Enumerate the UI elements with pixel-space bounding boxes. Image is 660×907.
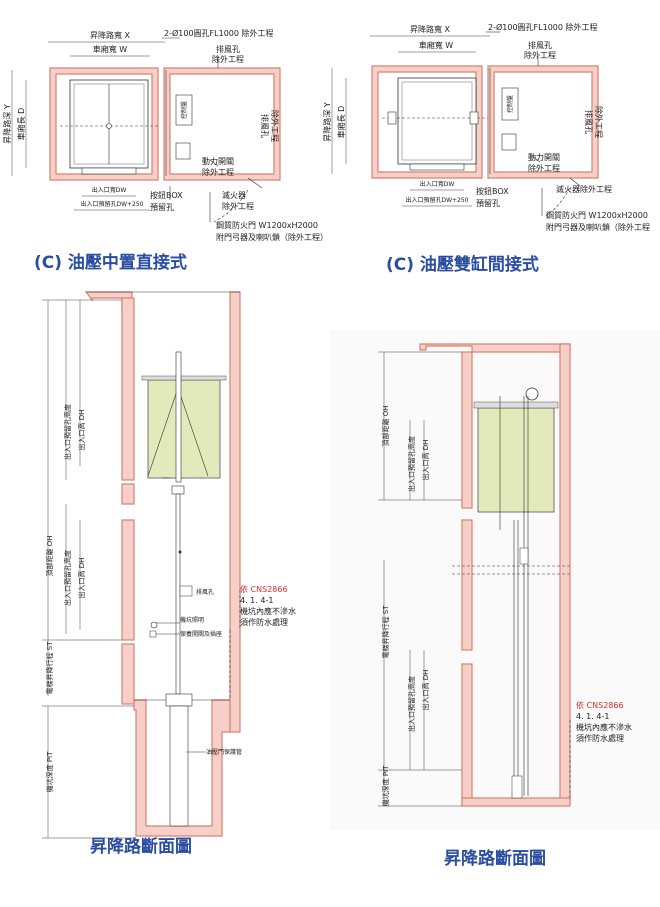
right-plan-side-vent-excluded-label: 除外工程: [594, 106, 604, 138]
left-section-lower-door-hole-height: 出入口預留孔高度: [63, 550, 72, 606]
right-plan-car-width-label: 車廂寬 W: [419, 40, 454, 50]
right-section-upper-door-height: 出入口高 DH: [421, 440, 430, 481]
left-section-cns-clause: 4. 1. 4-1: [240, 596, 273, 605]
left-plan-shaft-width-label: 昇降路寬 X: [90, 30, 131, 40]
right-section-waterproof-2: 須作防水處理: [576, 733, 624, 743]
right-plan-shaft-width-label: 昇降路寬 X: [410, 24, 451, 34]
right-plan-door-width-label: 出入口寬DW: [420, 180, 455, 188]
left-plan-shaft-depth-label: 昇降路深 Y: [2, 104, 12, 144]
left-plan-power-switch-label: 動力開關: [202, 156, 234, 166]
left-plan-car-width-label: 車廂寬 W: [93, 44, 128, 54]
left-plan-extinguisher-excluded-label: 除外工程: [222, 201, 254, 211]
left-section-vent-label: 排風孔: [196, 588, 214, 596]
right-plan-shaft-depth-label: 昇降路深 Y: [322, 102, 332, 142]
left-section-upper-door-height: 出入口高 DH: [77, 410, 86, 451]
left-plan-hole-label: 2-Ø100圓孔FL1000 除外工程: [164, 28, 274, 38]
left-plan-vent-excluded-label: 除外工程: [212, 54, 244, 64]
left-plan-side-vent-excluded-label: 除外工程: [270, 110, 280, 142]
right-plan-door-hole-label: 出入口預留孔DW+250: [405, 196, 468, 204]
right-plan-hole-label: 2-Ø100圓孔FL1000 除外工程: [488, 22, 598, 32]
right-section-diagram: 頂部距離 OH 電梯昇降行程 ST 機坑深度 PIT 出入口預留孔高度 出入口高…: [330, 330, 660, 830]
left-section-travel-label: 電梯昇降行程 ST: [45, 641, 54, 695]
left-section-lower-door-height: 出入口高 DH: [77, 558, 86, 599]
right-section-pit-label: 機坑深度 PIT: [381, 765, 390, 807]
left-section-upper-door-hole-height: 出入口預留孔高度: [63, 404, 72, 460]
right-plan-diagram: 昇降路寬 X 車廂寬 W 2-Ø100圓孔FL1000 除外工程 排風孔 除外工…: [322, 22, 650, 232]
right-plan-side-vent-label: 排風孔: [584, 110, 594, 134]
right-plan-power-switch-label: 動力開關: [528, 152, 560, 162]
right-section-lower-door-height: 出入口高 DH: [421, 670, 430, 711]
left-plan-vent-label: 排風孔: [216, 44, 240, 54]
left-section-title: 昇降路斷面圖: [90, 836, 192, 857]
right-section-title: 昇降路斷面圖: [444, 848, 546, 869]
left-plan-door-width-label: 出入口寬DW: [92, 186, 127, 194]
left-plan-title: (C) 油壓中置直接式: [34, 252, 187, 273]
left-section-pipe-label: 油壓門保護管: [206, 748, 242, 756]
left-plan-car-depth-label: 車廂長 D: [16, 108, 26, 141]
left-plan-side-vent-label: 排風孔: [260, 114, 270, 138]
left-plan-reserved-hole-label: 預留孔: [150, 202, 174, 212]
left-plan-fire-door-label: 鋼質防火門 W1200xH2000: [216, 220, 318, 230]
left-plan-extinguisher-label: 滅火器: [222, 190, 246, 200]
right-section-cns-label: 依 CNS2866: [576, 700, 624, 710]
left-plan-door-hole-label: 出入口預留孔DW+250: [80, 200, 143, 208]
left-section-cns-label: 依 CNS2866: [240, 584, 288, 594]
right-section-lower-door-hole-height: 出入口預留孔高度: [407, 676, 416, 732]
right-plan-button-box-label: 按鈕BOX: [476, 186, 509, 196]
right-plan-vent-label: 排風孔: [528, 40, 552, 50]
right-section-overhead-label: 頂部距離 OH: [381, 406, 390, 447]
right-section-waterproof-1: 機坑內應不滲水: [576, 722, 632, 732]
left-section-waterproof-1: 機坑內應不滲水: [240, 606, 296, 616]
right-section-upper-door-hole-height: 出入口預留孔高度: [407, 436, 416, 492]
left-section-pit-light-label: 機坑照明: [180, 616, 204, 624]
left-section-diagram: 頂部距離 OH 電梯昇降行程 ST 機坑深度 PIT 出入口預留孔高度 出入口高…: [42, 291, 296, 839]
left-plan-button-box-label: 按鈕BOX: [150, 190, 183, 200]
right-plan-extinguisher-label: 滅火器除外工程: [556, 184, 612, 194]
left-plan-door-accessories-label: 附門弓器及喇叭鎖（除外工程）: [216, 232, 328, 242]
right-section-cns-clause: 4. 1. 4-1: [576, 712, 609, 721]
left-section-waterproof-2: 須作防水處理: [240, 617, 288, 627]
left-plan-diagram: 昇降路寬 X 車廂寬 W 2-Ø100圓孔FL1000 除外工程 排風孔 除外工…: [2, 28, 328, 242]
left-plan-power-excluded-label: 除外工程: [202, 167, 234, 177]
right-plan-title: (C) 油壓雙缸間接式: [386, 254, 539, 275]
right-plan-control-panel-label: 控制盤: [506, 95, 514, 113]
left-plan-control-panel-label: 控制盤: [180, 101, 188, 119]
right-plan-vent-excluded-label: 除外工程: [524, 50, 556, 60]
left-section-pit-label: 機坑深度 PIT: [45, 751, 54, 793]
right-plan-fire-door-label: 鋼質防火門 W1200xH2000: [546, 210, 648, 220]
right-plan-reserved-hole-label: 預留孔: [476, 198, 500, 208]
right-plan-power-excluded-label: 除外工程: [528, 163, 560, 173]
right-plan-car-depth-label: 車廂長 D: [336, 106, 346, 139]
left-section-pit-socket-label: 保養開關及插座: [180, 630, 222, 638]
left-section-overhead-label: 頂部距離 OH: [45, 536, 54, 577]
right-section-travel-label: 電梯昇降行程 ST: [381, 605, 390, 659]
right-plan-door-accessories-label: 附門弓器及喇叭鎖（除外工程: [546, 222, 650, 232]
